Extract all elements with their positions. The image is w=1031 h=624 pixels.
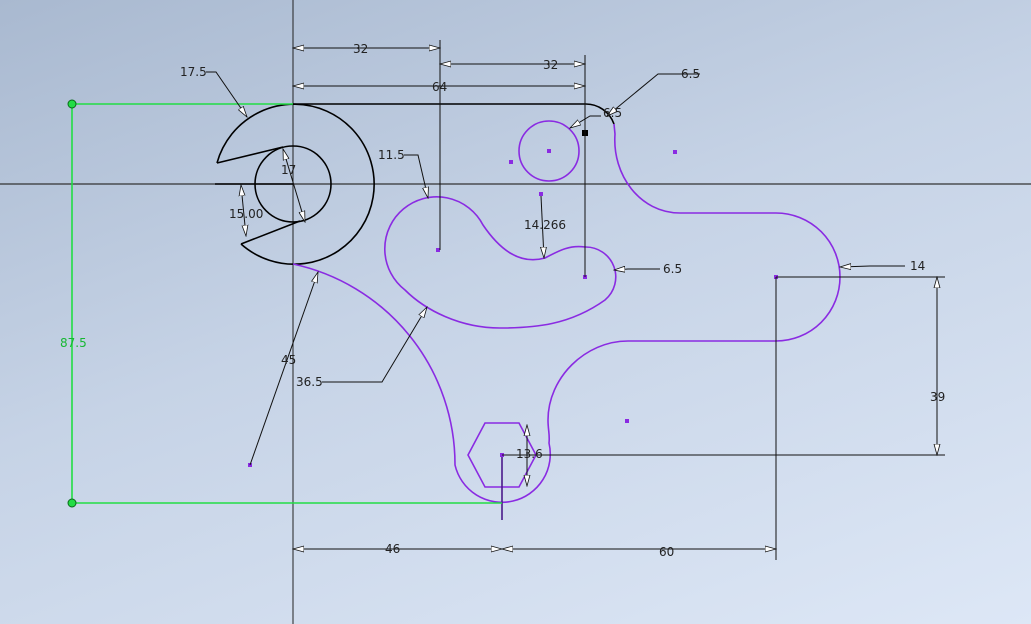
dim-14-266[interactable]: 14.266 [524,218,566,232]
sketch-points[interactable] [248,149,778,467]
dim-6-5-fillet[interactable]: 6.5 [681,67,700,81]
dim-32-right[interactable]: 32 [543,58,558,72]
dim-32-left[interactable]: 32 [353,42,368,56]
dim-60[interactable]: 60 [659,545,674,559]
dim-17[interactable]: 17 [281,163,296,177]
dim-64[interactable]: 64 [432,80,447,94]
outer-arc [216,103,375,265]
dim-36-5[interactable]: 36.5 [296,375,323,389]
small-circle [518,120,580,182]
dimensions[interactable]: 32 32 64 6.5 6.5 17.5 17 15.00 11.5 14.2… [180,40,945,560]
unconstrained-geometry[interactable] [292,120,841,520]
slot-profile [383,196,617,329]
dim-45[interactable]: 45 [281,353,296,367]
dim-87-5-label[interactable]: 87.5 [60,336,87,350]
dim-6-5-circle[interactable]: 6.5 [603,106,622,120]
dim-46[interactable]: 46 [385,542,400,556]
selected-dimension-87-5[interactable]: 87.5 [60,99,502,508]
dim-13-6[interactable]: 13.6 [516,447,543,461]
dim-11-5[interactable]: 11.5 [378,148,405,162]
dim-15-00[interactable]: 15.00 [229,207,263,221]
dim-39[interactable]: 39 [930,390,945,404]
dim-14[interactable]: 14 [910,259,925,273]
outer-profile [292,123,841,503]
dim-6-5-slot[interactable]: 6.5 [663,262,682,276]
dim-17-5[interactable]: 17.5 [180,65,207,79]
